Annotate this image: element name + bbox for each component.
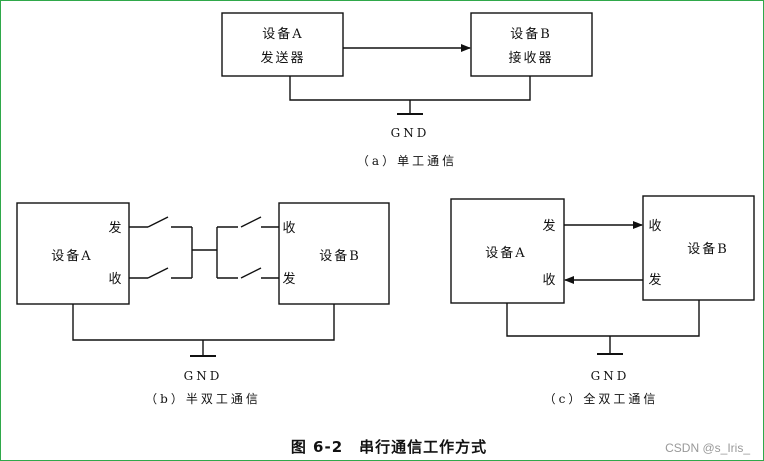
simplex-caption: （a）单工通信 [357, 154, 457, 168]
full-duplex-a-recv-label: 收 [542, 273, 557, 288]
half-duplex-device-b-box [278, 202, 390, 305]
full-duplex-b-recv-label: 收 [648, 219, 663, 234]
half-duplex-device-a-box [16, 202, 130, 305]
half-duplex-device-b-label: 设备B [319, 248, 361, 264]
simplex-device-b-box [470, 12, 593, 77]
half-duplex-gnd-label: GND [184, 369, 223, 383]
half-duplex-a-recv-label: 收 [108, 272, 123, 287]
simplex-device-b-label: 设备B [510, 26, 552, 42]
half-duplex-switch-network [129, 216, 279, 279]
simplex-device-a-box [221, 12, 344, 77]
figure-title: 图 6-2 串行通信工作方式 [291, 438, 487, 456]
half-duplex-diagram: 设备A 发 收 设备B 收 发 G [16, 202, 390, 406]
simplex-device-a-label: 设备A [262, 26, 303, 42]
simplex-gnd-label: GND [391, 126, 430, 140]
half-duplex-device-a-label: 设备A [51, 248, 92, 264]
full-duplex-diagram: 设备A 发 收 设备B 收 发 GND （c）全双工通信 [450, 195, 755, 406]
half-duplex-ground-wire [72, 304, 335, 341]
half-duplex-b-send-label: 发 [282, 271, 297, 287]
full-duplex-ground-wire [506, 300, 700, 337]
half-duplex-a-send-label: 发 [108, 220, 123, 236]
half-duplex-b-recv-label: 收 [282, 221, 297, 236]
simplex-device-a-role: 发送器 [260, 50, 305, 66]
simplex-ground-wire [289, 76, 531, 101]
watermark: CSDN @s_Iris_ [665, 441, 750, 455]
full-duplex-device-b-label: 设备B [687, 241, 729, 257]
full-duplex-gnd-label: GND [591, 369, 630, 383]
full-duplex-a-send-label: 发 [542, 218, 557, 234]
full-duplex-caption: （c）全双工通信 [544, 391, 659, 406]
full-duplex-device-a-box [450, 198, 565, 304]
simplex-device-b-role: 接收器 [508, 50, 553, 66]
full-duplex-device-b-box [642, 195, 755, 301]
full-duplex-b-send-label: 发 [648, 272, 663, 288]
full-duplex-device-a-label: 设备A [485, 245, 526, 261]
simplex-diagram: 设备A 发送器 设备B 接收器 GND （a）单工通信 [221, 12, 593, 168]
half-duplex-caption: （b）半双工通信 [145, 392, 261, 406]
